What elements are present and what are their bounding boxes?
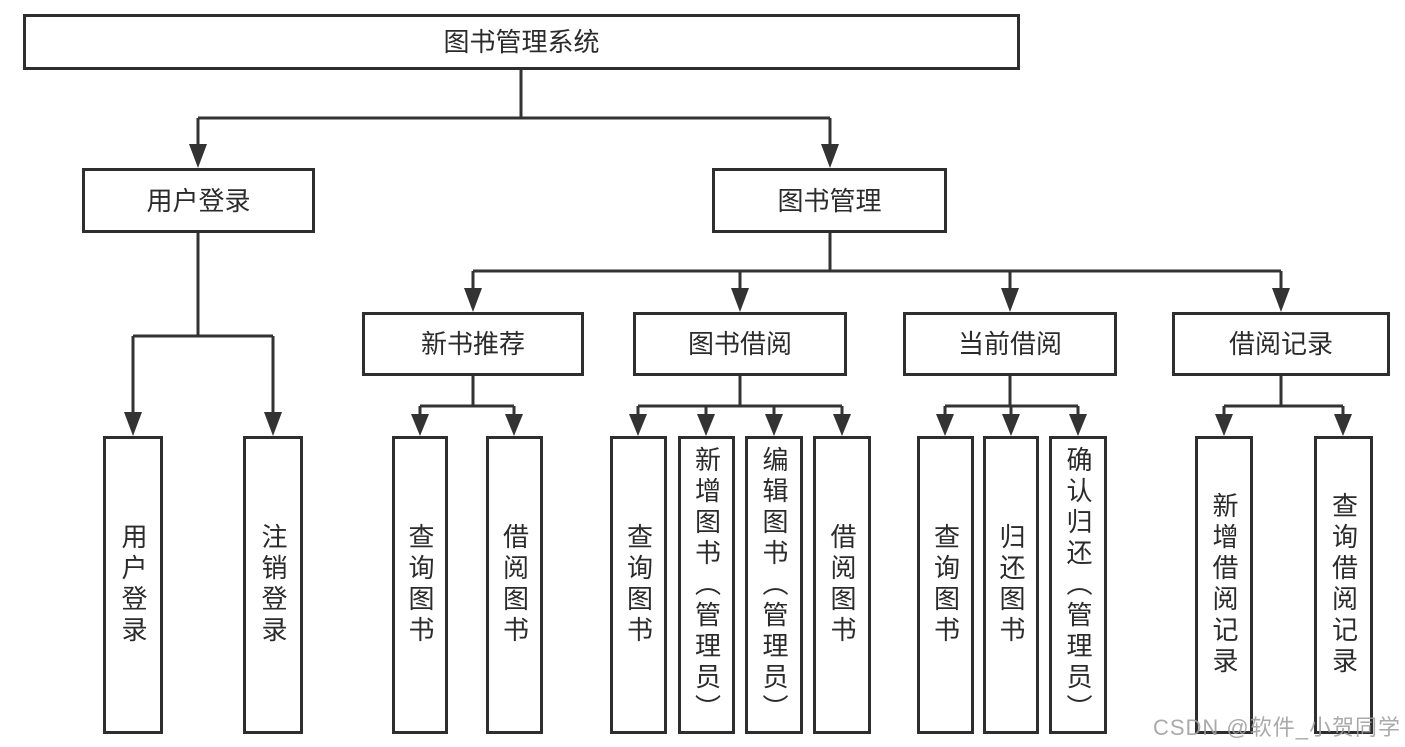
leaf-add-borrow-record: 新增借阅记录 [1195,436,1253,734]
leaf-label: 新增图书（管理员） [691,445,722,725]
node-label: 当前借阅 [957,329,1062,359]
node-label: 借阅记录 [1228,329,1333,359]
node-new-book-recommendation: 新书推荐 [362,312,584,376]
node-label: 图书管理系统 [443,27,600,57]
node-book-management: 图书管理 [712,168,947,233]
leaf-label: 查询借阅记录 [1328,492,1359,678]
leaf-label: 查询图书 [930,523,961,647]
node-label: 图书管理 [777,185,882,216]
leaf-logout: 注销登录 [243,436,303,734]
leaf-label: 注销登录 [258,523,288,647]
leaf-borrow-books-recommend: 借阅图书 [486,436,543,734]
node-label: 图书借阅 [687,329,792,359]
leaf-edit-books-admin: 编辑图书（管理员） [745,436,803,734]
node-current-borrowing: 当前借阅 [903,312,1117,376]
node-borrowing-records: 借阅记录 [1172,312,1390,376]
leaf-borrow-books: 借阅图书 [813,436,871,734]
leaf-query-books-borrowing: 查询图书 [610,436,667,734]
node-label: 新书推荐 [420,329,525,359]
leaf-label: 借阅图书 [827,523,857,647]
leaf-label: 编辑图书（管理员） [759,445,789,725]
leaf-query-books-recommend: 查询图书 [392,436,448,734]
leaf-return-books: 归还图书 [983,436,1039,734]
leaf-label: 查询图书 [405,523,435,647]
leaf-label: 确认归还（管理员） [1063,445,1093,725]
leaf-user-login: 用户登录 [103,436,163,734]
node-user-login: 用户登录 [82,168,315,233]
leaf-query-borrow-record: 查询借阅记录 [1314,436,1373,734]
leaf-label: 查询图书 [623,523,654,647]
leaf-add-books-admin: 新增图书（管理员） [678,436,735,734]
leaf-label: 归还图书 [996,523,1026,647]
leaf-label: 借阅图书 [499,523,530,647]
leaf-label: 新增借阅记录 [1209,492,1239,678]
node-book-borrowing: 图书借阅 [633,312,847,376]
node-label: 用户登录 [146,185,251,216]
arrow-heads [124,144,1352,436]
leaf-label: 用户登录 [118,523,148,647]
connector-rails [131,70,1345,416]
leaf-query-books-current: 查询图书 [917,436,974,734]
node-library-management-system: 图书管理系统 [23,14,1020,70]
leaf-confirm-return-admin: 确认归还（管理员） [1049,436,1107,734]
